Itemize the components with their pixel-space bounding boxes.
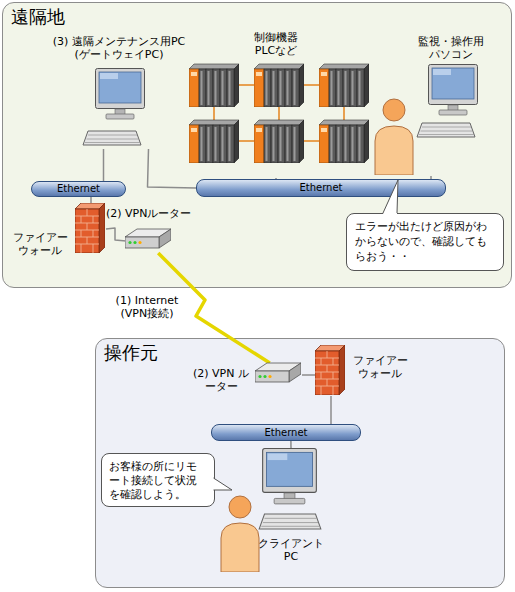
- ethernet-bus: Ethernet: [196, 179, 446, 197]
- region-title: 遠隔地: [11, 6, 131, 28]
- device-node: (2) VPNルーター: [126, 229, 172, 253]
- device-label: 制御機器 PLCなど: [246, 31, 306, 57]
- device-label: (2) VPN ルーター: [190, 367, 252, 393]
- device-label: クライアント PC: [251, 537, 331, 563]
- link-label: (1) Internet (VPN接続): [104, 294, 190, 320]
- region-title: 操作元: [104, 342, 224, 364]
- bus-label: Ethernet: [197, 180, 445, 196]
- device-node: 制御機器 PLCなど: [186, 63, 366, 178]
- ethernet-bus: Ethernet: [211, 424, 361, 441]
- ethernet-bus: Ethernet: [31, 181, 126, 197]
- site-region: 遠隔地(3) 遠隔メンテナンス用PC (ゲートウェイPC)制御機器 PLCなど監…: [2, 2, 512, 288]
- device-node: クライアント PC: [256, 449, 326, 534]
- bus-label: Ethernet: [212, 425, 360, 440]
- speech-bubble: お客様の所にリモート接続して状況を確認しよう。: [101, 453, 215, 507]
- device-label: ファイアー ウォール: [9, 231, 71, 257]
- device-node: (3) 遠隔メンテナンス用PC (ゲートウェイPC): [81, 69, 156, 149]
- device-node: 監視・操作用 パソコン: [373, 65, 483, 176]
- device-node: ファイアー ウォール: [76, 204, 106, 254]
- device-label: (2) VPNルーター: [106, 207, 206, 220]
- device-label: 監視・操作用 パソコン: [411, 35, 491, 61]
- speech-text: エラーが出たけど原因がわからないので、確認してもらおう・・: [347, 214, 503, 269]
- speech-bubble: エラーが出たけど原因がわからないので、確認してもらおう・・: [346, 213, 504, 271]
- bus-label: Ethernet: [32, 182, 125, 196]
- device-node: ファイアー ウォール: [316, 346, 346, 396]
- speech-text: お客様の所にリモート接続して状況を確認しよう。: [102, 454, 214, 506]
- site-region: 操作元(2) VPN ルーターファイアー ウォールEthernetクライアント …: [95, 338, 505, 588]
- device-label: ファイアー ウォール: [349, 354, 411, 380]
- device-label: (3) 遠隔メンテナンス用PC (ゲートウェイPC): [49, 35, 189, 61]
- device-node: (2) VPN ルーター: [256, 363, 302, 387]
